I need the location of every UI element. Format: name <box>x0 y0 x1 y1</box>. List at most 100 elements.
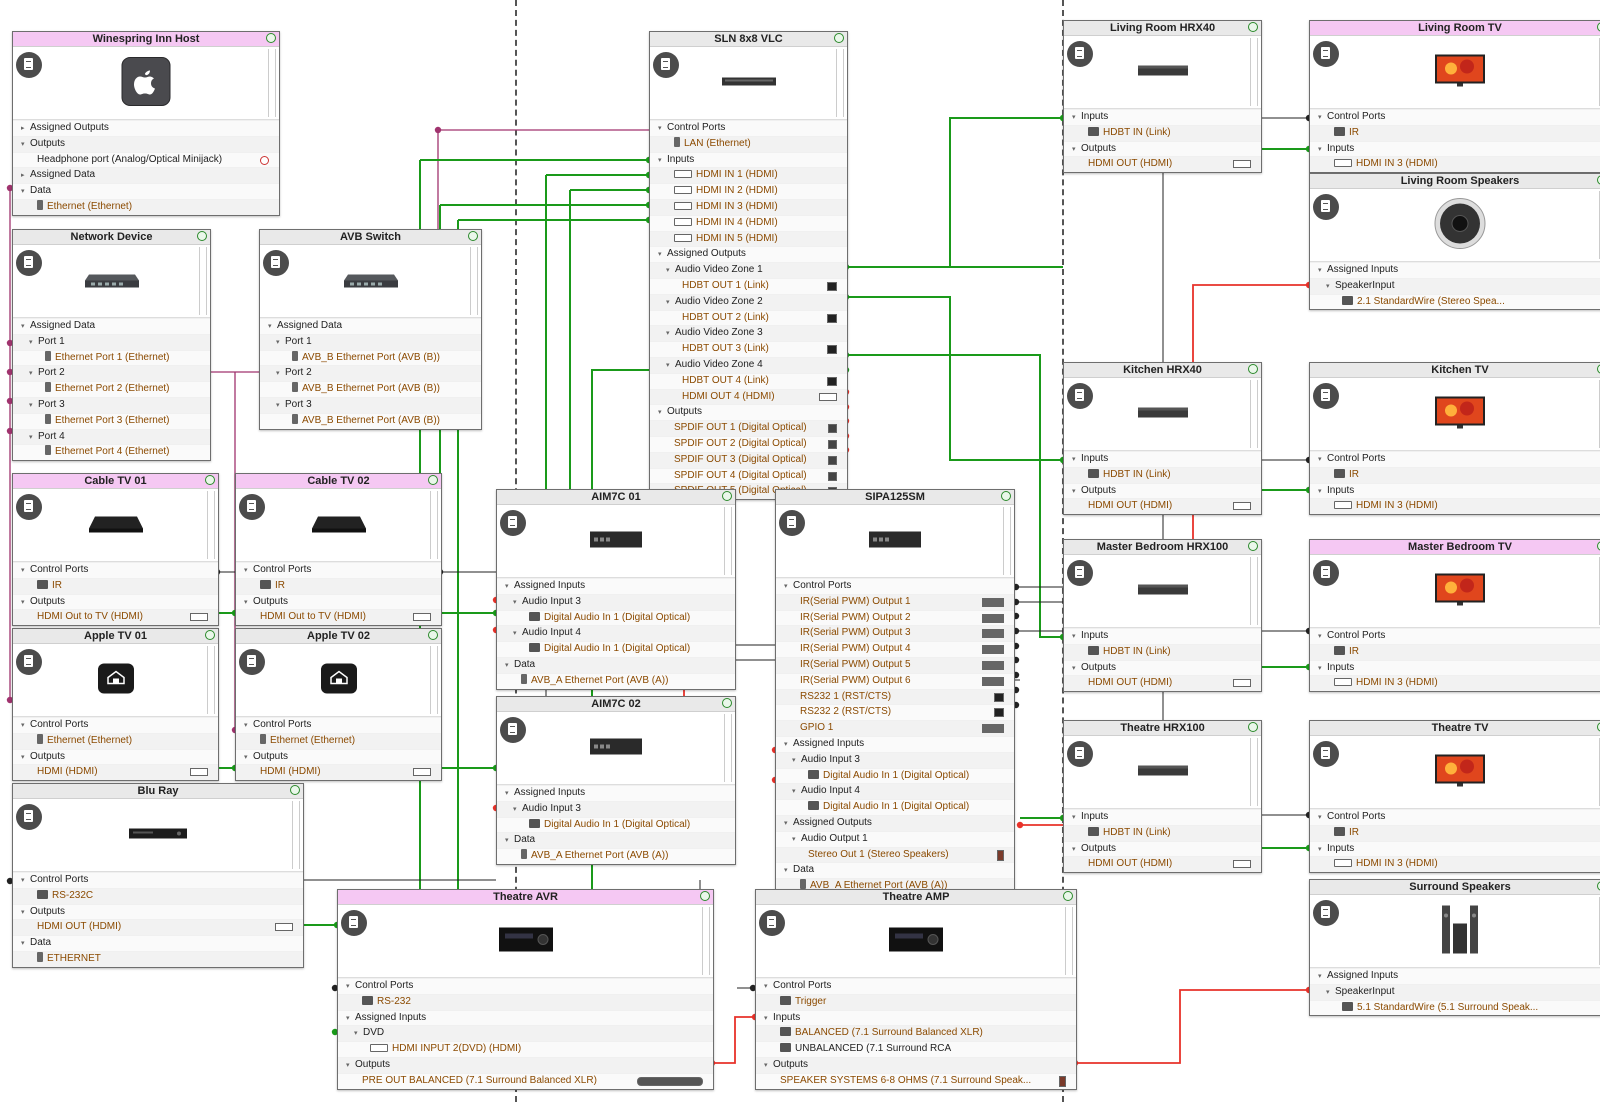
scrollbar[interactable] <box>430 491 438 559</box>
document-icon[interactable] <box>500 510 526 536</box>
disclosure-triangle-icon[interactable]: ▾ <box>658 251 662 259</box>
device-node-wsh[interactable]: Winespring Inn Host▸Assigned Outputs▾Out… <box>12 31 280 216</box>
disclosure-triangle-icon[interactable]: ▾ <box>666 267 670 275</box>
disclosure-triangle-icon[interactable]: ▾ <box>276 401 280 409</box>
disclosure-triangle-icon[interactable]: ▾ <box>658 409 662 417</box>
disclosure-triangle-icon[interactable]: ▾ <box>505 790 509 797</box>
group-row[interactable]: ▾SpeakerInput <box>1310 277 1600 294</box>
disclosure-triangle-icon[interactable]: ▸ <box>21 172 25 180</box>
port-row[interactable]: IR <box>1310 124 1600 141</box>
group-row[interactable]: ▾Outputs <box>1064 482 1261 499</box>
disclosure-triangle-icon[interactable]: ▾ <box>1072 114 1076 121</box>
document-icon[interactable] <box>341 910 367 936</box>
group-row[interactable]: ▾Audio Video Zone 4 <box>650 356 847 373</box>
port-row[interactable]: HDMI IN 4 (HDMI) <box>650 214 847 231</box>
group-row[interactable]: ▾Port 4 <box>13 428 210 445</box>
device-title[interactable]: Network Device <box>13 230 210 245</box>
disclosure-triangle-icon[interactable]: ▾ <box>764 1014 768 1022</box>
device-title[interactable]: Theatre AMP <box>756 890 1076 905</box>
device-title[interactable]: Theatre AVR <box>338 890 713 905</box>
document-icon[interactable] <box>1313 41 1339 67</box>
port-row[interactable]: IR <box>1310 643 1600 660</box>
disclosure-triangle-icon[interactable]: ▾ <box>1072 845 1076 853</box>
port-row[interactable]: SPDIF OUT 2 (Digital Optical) <box>650 435 847 452</box>
disclosure-triangle-icon[interactable]: ▾ <box>29 338 33 346</box>
disclosure-triangle-icon[interactable]: ▾ <box>784 819 788 827</box>
group-row[interactable]: ▾Audio Input 4 <box>497 625 735 642</box>
scrollbar[interactable] <box>724 507 732 575</box>
device-title[interactable]: Kitchen TV <box>1310 363 1600 378</box>
group-row[interactable]: ▾Control Ports <box>650 120 847 136</box>
disclosure-triangle-icon[interactable]: ▾ <box>268 323 272 330</box>
device-title[interactable]: Cable TV 02 <box>236 474 441 489</box>
port-row[interactable]: IR(Serial PWM) Output 3 <box>776 625 1014 642</box>
group-row[interactable]: ▾Assigned Outputs <box>776 814 1014 831</box>
device-title[interactable]: SLN 8x8 VLC <box>650 32 847 47</box>
group-row[interactable]: ▾DVD <box>338 1025 713 1042</box>
disclosure-triangle-icon[interactable]: ▾ <box>505 661 509 669</box>
group-row[interactable]: ▾Inputs <box>1310 840 1600 857</box>
port-row[interactable]: AVB_B Ethernet Port (AVB (B)) <box>260 381 481 397</box>
port-row[interactable]: Digital Audio In 1 (Digital Optical) <box>776 799 1014 815</box>
scrollbar[interactable] <box>1250 557 1258 625</box>
group-row[interactable]: ▾Audio Input 3 <box>497 800 735 817</box>
group-row[interactable]: ▾Control Ports <box>1310 809 1600 825</box>
disclosure-triangle-icon[interactable]: ▾ <box>658 125 662 132</box>
device-title[interactable]: Theatre TV <box>1310 721 1600 736</box>
group-row[interactable]: ▸Assigned Data <box>13 167 279 184</box>
document-icon[interactable] <box>1067 560 1093 586</box>
device-node-lrspk[interactable]: Living Room Speakers▾Assigned Inputs▾Spe… <box>1309 173 1600 311</box>
disclosure-triangle-icon[interactable]: ▾ <box>1072 664 1076 672</box>
disclosure-triangle-icon[interactable]: ▾ <box>346 1014 350 1022</box>
group-row[interactable]: ▾Port 3 <box>13 396 210 413</box>
device-title[interactable]: Apple TV 02 <box>236 629 441 644</box>
scrollbar[interactable] <box>1250 380 1258 448</box>
disclosure-triangle-icon[interactable]: ▾ <box>1326 988 1330 996</box>
group-row[interactable]: ▾Control Ports <box>13 562 218 578</box>
document-icon[interactable] <box>1067 383 1093 409</box>
port-row[interactable]: SPDIF OUT 3 (Digital Optical) <box>650 451 847 468</box>
group-row[interactable]: ▾Inputs <box>1064 628 1261 644</box>
scrollbar[interactable] <box>724 714 732 782</box>
port-row[interactable]: HDMI IN 3 (HDMI) <box>1310 156 1600 173</box>
port-row[interactable]: PRE OUT BALANCED (7.1 Surround Balanced … <box>338 1072 713 1089</box>
group-row[interactable]: ▾Outputs <box>13 903 303 920</box>
port-row[interactable]: HDMI OUT (HDMI) <box>1064 156 1261 173</box>
disclosure-triangle-icon[interactable]: ▾ <box>29 370 33 378</box>
port-row[interactable]: HDMI OUT (HDMI) <box>1064 498 1261 515</box>
disclosure-triangle-icon[interactable]: ▾ <box>792 835 796 843</box>
disclosure-triangle-icon[interactable]: ▾ <box>29 433 33 441</box>
group-row[interactable]: ▾Control Ports <box>338 978 713 994</box>
scrollbar[interactable] <box>207 491 215 559</box>
group-row[interactable]: ▾Control Ports <box>13 717 218 733</box>
group-row[interactable]: ▾Audio Video Zone 2 <box>650 293 847 310</box>
port-row[interactable]: Digital Audio In 1 (Digital Optical) <box>497 816 735 833</box>
scrollbar[interactable] <box>292 801 300 869</box>
document-icon[interactable] <box>653 52 679 78</box>
group-row[interactable]: ▾Port 1 <box>260 333 481 350</box>
document-icon[interactable] <box>1067 41 1093 67</box>
document-icon[interactable] <box>1313 194 1339 220</box>
port-row[interactable]: LAN (Ethernet) <box>650 135 847 152</box>
disclosure-triangle-icon[interactable]: ▾ <box>505 583 509 590</box>
disclosure-triangle-icon[interactable]: ▾ <box>21 722 25 729</box>
group-row[interactable]: ▾Audio Input 4 <box>776 783 1014 800</box>
group-row[interactable]: ▾Outputs <box>1064 140 1261 157</box>
port-row[interactable]: RS232 1 (RST/CTS) <box>776 688 1014 705</box>
group-row[interactable]: ▾Assigned Inputs <box>776 735 1014 752</box>
disclosure-triangle-icon[interactable]: ▾ <box>1318 267 1322 274</box>
port-row[interactable]: AVB_B Ethernet Port (AVB (B)) <box>260 412 481 429</box>
group-row[interactable]: ▾Assigned Inputs <box>1310 968 1600 984</box>
disclosure-triangle-icon[interactable]: ▾ <box>1318 487 1322 495</box>
disclosure-triangle-icon[interactable]: ▾ <box>21 567 25 574</box>
disclosure-triangle-icon[interactable]: ▾ <box>21 323 25 330</box>
group-row[interactable]: ▾Inputs <box>1310 482 1600 499</box>
port-row[interactable]: IR(Serial PWM) Output 1 <box>776 593 1014 610</box>
group-row[interactable]: ▾Outputs <box>236 748 441 765</box>
disclosure-triangle-icon[interactable]: ▾ <box>1072 814 1076 821</box>
